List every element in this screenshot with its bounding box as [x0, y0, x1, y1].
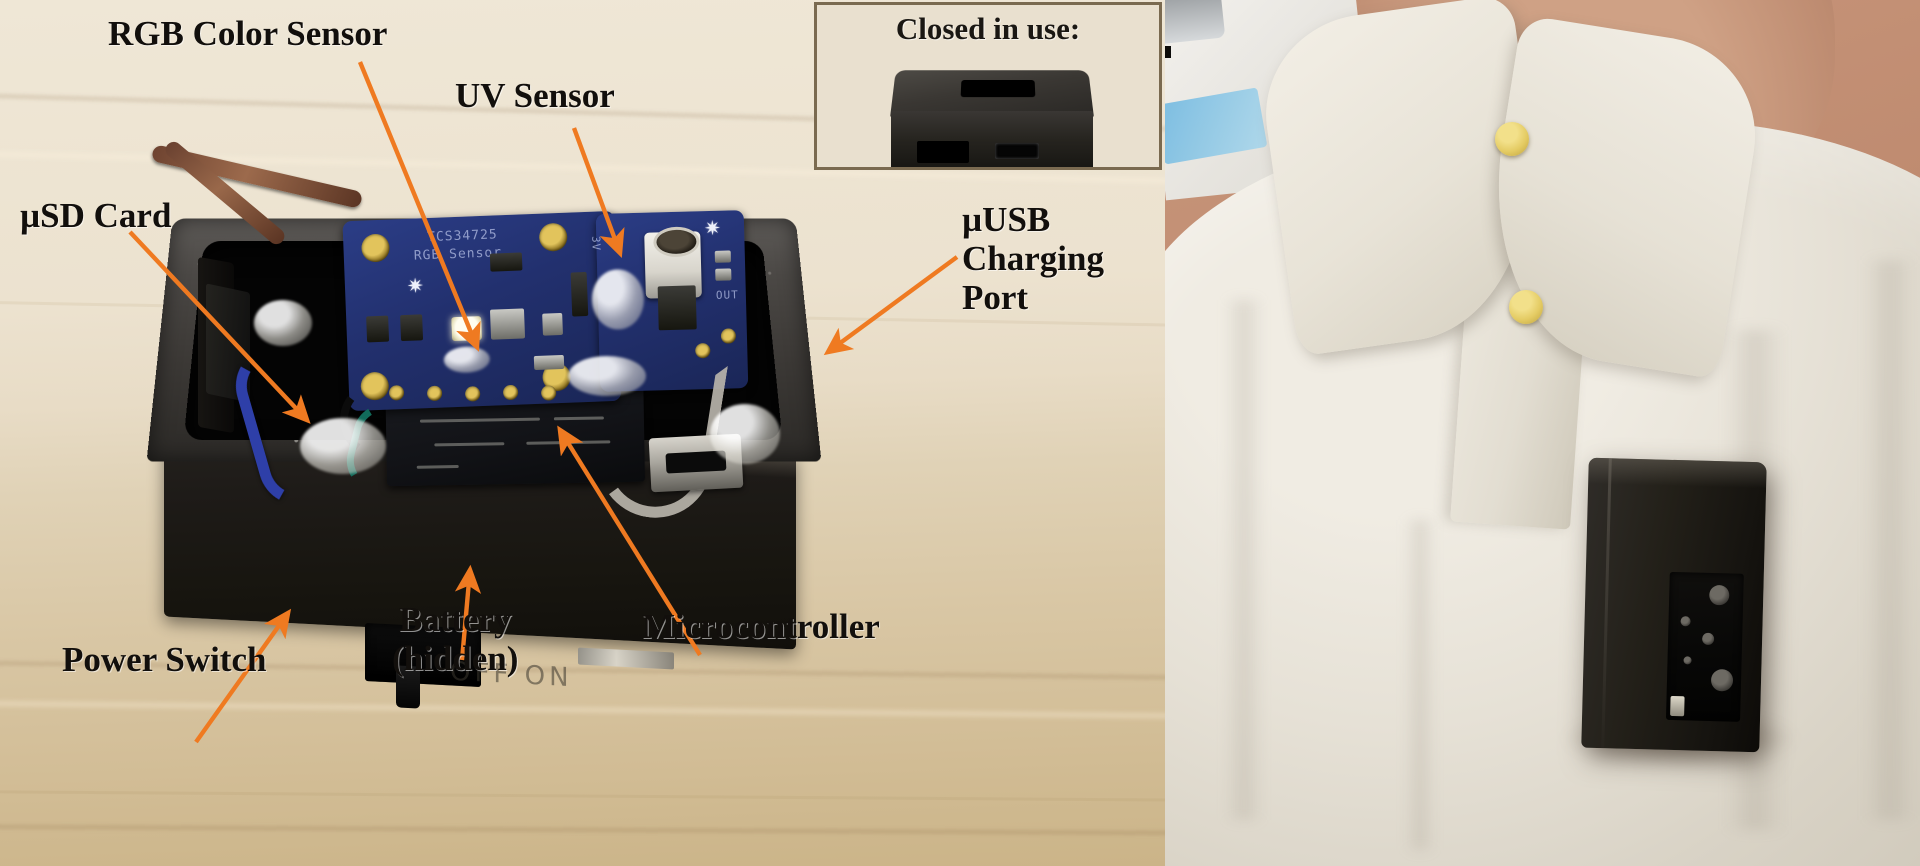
smd-component	[657, 285, 697, 331]
closed-device-photo	[887, 67, 1099, 167]
smd-component	[366, 315, 390, 343]
hot-glue-blob	[591, 268, 645, 331]
smd-component	[570, 271, 589, 317]
uv-sensor-window	[653, 226, 700, 258]
desk-grain	[0, 790, 1165, 803]
shirt-fold	[1405, 520, 1435, 850]
mcu-trace	[553, 416, 604, 421]
smd-component	[400, 314, 424, 342]
inset-closed-in-use: Closed in use:	[814, 2, 1162, 170]
closed-device-usb-cutout	[995, 143, 1039, 159]
adafruit-star-icon: ✷	[703, 217, 722, 241]
shirt-button	[1509, 290, 1543, 324]
label-power-switch: Power Switch	[62, 640, 267, 679]
mcu-trace	[416, 464, 459, 469]
panel-annotated-open-device: TCS34725 RGB Sensor ✷ ✷	[0, 0, 1165, 866]
label-micro-usb-port: µUSB Charging Port	[962, 200, 1104, 318]
worn-device-port	[1709, 584, 1730, 606]
mount-pad	[538, 222, 568, 252]
inset-title: Closed in use:	[895, 11, 1081, 46]
adafruit-star-icon: ✷	[406, 275, 425, 298]
shirt-button	[1495, 122, 1529, 156]
smd-component	[533, 354, 565, 371]
worn-device-component	[1701, 632, 1715, 646]
header-pad	[720, 328, 737, 344]
worn-device-port	[1710, 668, 1734, 692]
worn-device-clip	[1165, 46, 1171, 58]
worn-closed-device	[1581, 457, 1767, 753]
header-pad	[464, 386, 481, 402]
desk-grain	[0, 824, 1165, 836]
shirt-fold	[1225, 300, 1263, 820]
smd-component	[489, 252, 523, 272]
silkscreen-part-number: TCS34725	[426, 227, 499, 246]
mcu-trace	[434, 442, 505, 447]
mcu-trace	[526, 440, 611, 445]
hot-glue-blob	[443, 345, 491, 374]
worn-device-seam	[1601, 458, 1612, 749]
silkscreen-uv-pin: 3V	[589, 235, 603, 252]
closed-device-sensor-slot	[960, 80, 1036, 98]
silkscreen-uv-mark: OUT	[715, 288, 739, 302]
header-pad	[540, 385, 557, 401]
hot-glue-blob	[710, 404, 780, 464]
desk-grain	[0, 700, 1165, 720]
rgb-sensor-chip	[489, 308, 526, 340]
closed-device-switch-cutout	[917, 141, 969, 163]
header-pad	[695, 343, 711, 359]
mount-pad	[360, 233, 391, 263]
open-device-enclosure: TCS34725 RGB Sensor ✷ ✷	[146, 138, 840, 709]
worn-device-component	[1680, 616, 1691, 627]
hot-glue-blob	[568, 356, 646, 396]
smd-component	[715, 268, 732, 281]
header-pad	[426, 385, 443, 402]
smd-component	[542, 312, 563, 336]
hot-glue-blob	[254, 300, 312, 346]
white-led	[451, 316, 483, 342]
smd-component	[714, 250, 732, 263]
label-uv-sensor: UV Sensor	[455, 76, 615, 115]
worn-device-led	[1670, 695, 1685, 717]
panel-worn-device	[1165, 0, 1920, 866]
label-microcontroller: Microcontroller	[642, 607, 880, 646]
worn-device-top-bevel	[1588, 457, 1767, 489]
arrow-usb	[823, 255, 959, 356]
label-microsd-card: µSD Card	[20, 196, 172, 235]
worn-device-component	[1683, 656, 1692, 665]
label-rgb-color-sensor: RGB Color Sensor	[108, 14, 388, 53]
background-object	[1165, 0, 1226, 45]
shirt-fold	[1865, 260, 1915, 820]
hot-glue-blob	[300, 418, 386, 474]
header-pad	[502, 384, 519, 401]
label-battery-hidden: Battery (hidden)	[392, 600, 519, 679]
mcu-trace	[419, 417, 540, 423]
